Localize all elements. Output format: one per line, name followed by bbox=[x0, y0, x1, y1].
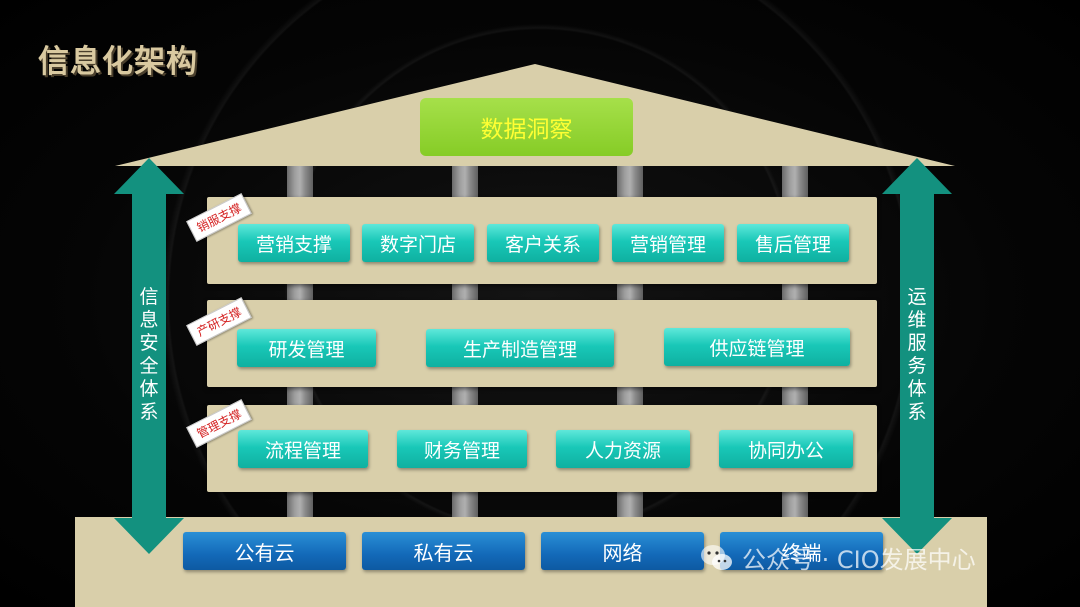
module-box: 财务管理 bbox=[397, 430, 527, 468]
security-system-label: 信息安全体系 bbox=[139, 286, 159, 423]
module-box: 客户关系 bbox=[487, 224, 599, 262]
module-box: 营销支撑 bbox=[238, 224, 350, 262]
watermark-text: 公众号 · CIO发展中心 bbox=[742, 546, 976, 574]
module-box: 数字门店 bbox=[362, 224, 474, 262]
infrastructure-box: 私有云 bbox=[362, 532, 525, 570]
module-box: 生产制造管理 bbox=[426, 329, 614, 367]
double-arrow-icon bbox=[882, 158, 952, 554]
module-box: 供应链管理 bbox=[664, 328, 850, 366]
module-box: 研发管理 bbox=[237, 329, 376, 367]
infrastructure-box: 公有云 bbox=[183, 532, 346, 570]
ops-service-system-label: 运维服务体系 bbox=[907, 286, 927, 423]
watermark: 公众号 · CIO发展中心 bbox=[700, 540, 976, 575]
module-box: 营销管理 bbox=[612, 224, 724, 262]
module-box: 售后管理 bbox=[737, 224, 849, 262]
page-title: 信息化架构 bbox=[38, 44, 198, 80]
data-insight-box: 数据洞察 bbox=[420, 98, 633, 156]
infrastructure-box: 网络 bbox=[541, 532, 704, 570]
module-box: 流程管理 bbox=[238, 430, 368, 468]
module-box: 人力资源 bbox=[556, 430, 690, 468]
infrastructure-box: 终端 bbox=[720, 532, 883, 570]
wechat-icon bbox=[701, 544, 732, 570]
double-arrow-icon bbox=[114, 158, 184, 554]
module-box: 协同办公 bbox=[719, 430, 853, 468]
